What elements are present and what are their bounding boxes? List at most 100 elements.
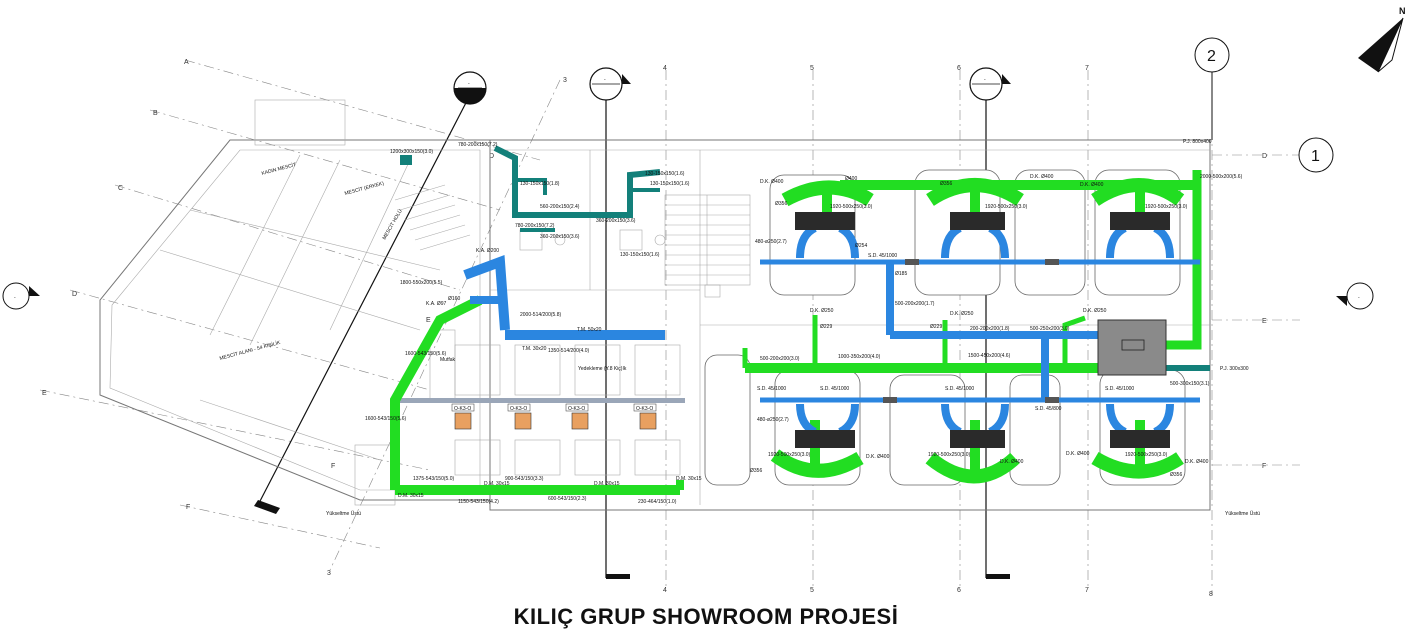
axis-top-3: 3: [563, 77, 567, 84]
axis-top-5: 5: [810, 65, 814, 72]
side-marker-left: -: [2, 282, 40, 310]
svg-text:D.M. 30x15: D.M. 30x15: [676, 476, 702, 482]
svg-text:1150-543/150(4.2): 1150-543/150(4.2): [458, 499, 499, 505]
grid-lines: [39, 59, 1300, 595]
stair-core-steps: [665, 195, 750, 285]
svg-text:2000-500x200(5.6): 2000-500x200(5.6): [1200, 174, 1243, 180]
svg-text:Ø356: Ø356: [750, 468, 762, 474]
svg-text:130-150x150(1.6): 130-150x150(1.6): [650, 181, 690, 187]
svg-text:360-200x150(3.6): 360-200x150(3.6): [540, 234, 580, 240]
svg-text:N: N: [1399, 6, 1406, 16]
svg-text:1800-550x200(5.5): 1800-550x200(5.5): [400, 280, 443, 286]
svg-text:200-200x200(1.8): 200-200x200(1.8): [970, 326, 1010, 332]
duct-labels-top: 1200x300x150(3.0) 780-200x150(7.2) 130-1…: [390, 139, 1243, 258]
room-label-kitchen: Mutfak: [440, 357, 456, 363]
svg-text:S.D. 45/1000: S.D. 45/1000: [868, 253, 897, 259]
svg-text:O-K3-O: O-K3-O: [510, 406, 527, 412]
svg-text:S.D. 45/1000: S.D. 45/1000: [945, 386, 974, 392]
svg-text:D.M. 30x15: D.M. 30x15: [484, 481, 510, 487]
building-walls-right: Mutfak Yedekleme (Y.8 Kiç)Ik Yükseltme Ü…: [326, 139, 1260, 517]
axis-side-e: E: [1262, 318, 1267, 325]
svg-text:560-200x150(2.4): 560-200x150(2.4): [540, 204, 580, 210]
svg-text:Ø229: Ø229: [820, 324, 832, 330]
axis-diag-f: F: [186, 504, 190, 511]
svg-text:1600-543/150(5.6): 1600-543/150(5.6): [365, 416, 406, 422]
duct-labels-left: 1800-550x200(5.5) 2000-514/200(5.8) 1350…: [365, 248, 702, 505]
svg-text:1000-350x200(4.0): 1000-350x200(4.0): [838, 354, 881, 360]
svg-text:1350-514/200(4.0): 1350-514/200(4.0): [548, 348, 589, 354]
svg-text:130-150x150(1.6): 130-150x150(1.6): [645, 171, 685, 177]
green-supply-ducts: [390, 170, 1202, 495]
axis-bottom-3: 3: [327, 570, 331, 577]
svg-text:-: -: [1358, 295, 1360, 301]
svg-text:1200x300x150(3.0): 1200x300x150(3.0): [390, 149, 433, 155]
axis-diag-e: E: [42, 390, 47, 397]
svg-text:D.K. Ø250: D.K. Ø250: [950, 311, 974, 317]
fan-units: [795, 212, 1170, 448]
svg-text:360-200x150(3.6): 360-200x150(3.6): [596, 218, 636, 224]
axis-side-f: F: [1262, 463, 1266, 470]
svg-text:S.D. 45/1000: S.D. 45/1000: [820, 386, 849, 392]
svg-text:D.M. 30x15: D.M. 30x15: [594, 481, 620, 487]
svg-text:S.D. 45/1000: S.D. 45/1000: [1105, 386, 1134, 392]
axis-bottom-4: 4: [663, 587, 667, 594]
svg-text:780-200x150(7.2): 780-200x150(7.2): [515, 223, 555, 229]
svg-text:130-150x150(1.6): 130-150x150(1.6): [620, 252, 660, 258]
svg-text:2: 2: [1207, 48, 1216, 65]
axis-bubble-2: 2: [1194, 37, 1230, 140]
axis-diag-a: A: [184, 59, 189, 66]
svg-text:130-150x150(1.8): 130-150x150(1.8): [520, 181, 560, 187]
section-marker-right: -: [969, 67, 1011, 579]
svg-text:1920-500x250(3.0): 1920-500x250(3.0): [830, 204, 873, 210]
svg-text:500-200x200(1.7): 500-200x200(1.7): [895, 301, 935, 307]
svg-text:900-543/150(3.3): 900-543/150(3.3): [505, 476, 544, 482]
svg-text:Ø356: Ø356: [775, 201, 787, 207]
svg-text:-: -: [604, 77, 606, 83]
svg-text:480-ø250(2.7): 480-ø250(2.7): [755, 239, 787, 245]
svg-text:Ø356: Ø356: [1170, 472, 1182, 478]
svg-text:480-ø250(2.7): 480-ø250(2.7): [757, 417, 789, 423]
axis-bottom-6: 6: [957, 587, 961, 594]
svg-text:T.M. 50x20: T.M. 50x20: [577, 327, 602, 333]
svg-text:Ø400: Ø400: [845, 176, 857, 182]
svg-text:-: -: [468, 81, 470, 87]
svg-text:D.M. 30x15: D.M. 30x15: [398, 493, 424, 499]
svg-text:D.K. Ø400: D.K. Ø400: [760, 179, 784, 185]
teal-wc-ducts: [400, 145, 1210, 371]
svg-text:O-K3-O: O-K3-O: [454, 406, 471, 412]
svg-text:P.J. 800x400: P.J. 800x400: [1183, 139, 1212, 145]
note-right: Yükseltme Üstü: [1225, 510, 1260, 517]
svg-text:230-464/150(1.0): 230-464/150(1.0): [638, 499, 677, 505]
north-arrow-icon: N: [1358, 6, 1406, 73]
svg-text:D.K. Ø400: D.K. Ø400: [1066, 451, 1090, 457]
axis-bottom-5: 5: [810, 587, 814, 594]
svg-text:Ø160: Ø160: [448, 296, 460, 302]
svg-text:D.K. Ø250: D.K. Ø250: [810, 308, 834, 314]
page-title: KILIÇ GRUP SHOWROOM PROJESİ: [513, 604, 899, 629]
axis-bottom-7: 7: [1085, 587, 1089, 594]
svg-text:D.K. Ø400: D.K. Ø400: [866, 454, 890, 460]
stair-lines: [394, 184, 471, 251]
svg-text:S.D. 45/800: S.D. 45/800: [1035, 406, 1062, 412]
room-label-hol: MESCİT HOLÜ: [381, 208, 404, 241]
svg-text:P.J. 300x300: P.J. 300x300: [1220, 366, 1249, 372]
svg-text:1920-500x250(3.0): 1920-500x250(3.0): [1145, 204, 1188, 210]
room-label-workshop: Yedekleme (Y.8 Kiç)Ik: [578, 366, 627, 372]
svg-text:S.D. 45/1000: S.D. 45/1000: [757, 386, 786, 392]
axis-diag-c: C: [118, 185, 123, 192]
ahu-unit: [1097, 319, 1167, 376]
svg-text:K.A. Ø97: K.A. Ø97: [426, 301, 447, 307]
svg-text:T.M. 30x20: T.M. 30x20: [522, 346, 547, 352]
svg-text:1500-450x200(4.6): 1500-450x200(4.6): [968, 353, 1011, 359]
room-label-erkek: MESCİT (ERKEK): [344, 180, 385, 197]
svg-text:1375-543/150(5.0): 1375-543/150(5.0): [413, 476, 454, 482]
svg-text:600-543/150(2.3): 600-543/150(2.3): [548, 496, 587, 502]
svg-text:2000-514/200(5.8): 2000-514/200(5.8): [520, 312, 561, 318]
svg-text:1920-500x250(3.0): 1920-500x250(3.0): [768, 452, 811, 458]
svg-text:Ø229: Ø229: [930, 324, 942, 330]
svg-text:D.K. Ø400: D.K. Ø400: [1185, 459, 1209, 465]
axis-top-7: 7: [1085, 65, 1089, 72]
svg-text:1920-500x250(3.0): 1920-500x250(3.0): [985, 204, 1028, 210]
axis-side-e-left: E: [426, 317, 431, 324]
